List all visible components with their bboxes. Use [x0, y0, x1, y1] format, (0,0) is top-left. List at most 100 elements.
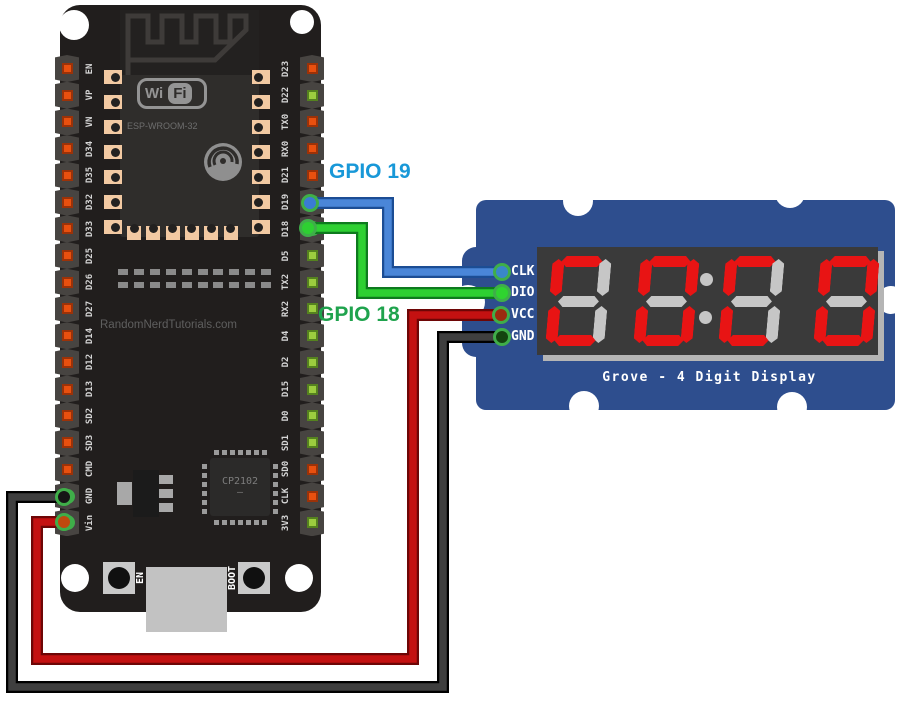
- chip-pin: [273, 464, 278, 469]
- voltage-regulator-tab: [117, 482, 132, 505]
- pin-pad: [61, 276, 73, 288]
- pin-pad: [306, 303, 318, 315]
- module-pad: [252, 170, 270, 184]
- cp2102-mark: –: [236, 487, 244, 498]
- test-pad: [229, 282, 240, 288]
- pin-cell-sd0: [300, 455, 324, 483]
- pin-cell-d25: [55, 242, 79, 270]
- pad-notch: [254, 172, 263, 182]
- module-pad: [252, 195, 270, 209]
- pin-cell-d19: [300, 188, 324, 216]
- segment-f: [637, 259, 652, 296]
- module-pad: [165, 224, 180, 240]
- pad-notch: [111, 97, 120, 107]
- pin-pad: [306, 143, 318, 155]
- pin-pad: [61, 437, 73, 449]
- esp32-left-pin-header: [55, 55, 79, 537]
- pin-pad: [61, 89, 73, 101]
- pin-cell-vn: [55, 108, 79, 136]
- chip-pin: [202, 464, 207, 469]
- wifi-logo-fi: Fi: [168, 83, 192, 104]
- module-pad: [204, 224, 219, 240]
- chip-pin: [254, 520, 259, 525]
- mounting-hole: [59, 10, 89, 40]
- pin-cell-d34: [55, 135, 79, 163]
- chip-pin: [202, 473, 207, 478]
- pin-pad: [59, 515, 75, 531]
- segment-d: [727, 335, 769, 346]
- chip-pin: [202, 509, 207, 514]
- pad-notch: [254, 72, 263, 82]
- segment-g: [557, 296, 599, 307]
- pin-pad: [304, 221, 320, 237]
- pin-cell-tx2: [300, 268, 324, 296]
- gpio18-label: GPIO 18: [318, 303, 400, 326]
- board-watermark: RandomNerdTutorials.com: [100, 319, 237, 331]
- test-pad: [165, 282, 176, 288]
- pin-cell-d35: [55, 161, 79, 189]
- segment-f: [817, 259, 832, 296]
- chip-pin: [238, 450, 243, 455]
- pin-pad: [61, 303, 73, 315]
- test-pad: [213, 269, 224, 275]
- module-pad: [104, 95, 122, 109]
- pin-cell-d5: [300, 242, 324, 270]
- test-pad: [133, 269, 144, 275]
- pad-notch: [111, 197, 120, 207]
- display-pin-label-dio: DIO: [511, 285, 535, 300]
- test-pad: [149, 269, 160, 275]
- pin-pad: [61, 356, 73, 368]
- pin-cell-cmd: [55, 455, 79, 483]
- gpio19-label: GPIO 19: [329, 160, 411, 183]
- test-pad: [197, 282, 208, 288]
- pin-pad: [306, 330, 318, 342]
- pin-cell-sd1: [300, 429, 324, 457]
- display-mounting-hole: [775, 178, 805, 208]
- test-pad: [133, 282, 144, 288]
- usb-connector: [146, 567, 227, 632]
- boot-button-label: BOOT: [227, 565, 238, 591]
- digit-3: [718, 256, 785, 346]
- pin-cell-en: [55, 55, 79, 82]
- pin-pad: [61, 169, 73, 181]
- pin-cell-rx0: [300, 135, 324, 163]
- pin-pad: [306, 463, 318, 475]
- test-pad: [181, 282, 192, 288]
- module-pad: [104, 220, 122, 234]
- module-pad: [252, 95, 270, 109]
- test-pad: [181, 269, 192, 275]
- pin-cell-d23: [300, 55, 324, 82]
- grove-display-title: Grove - 4 Digit Display: [602, 370, 817, 385]
- chip-pin: [222, 450, 227, 455]
- colon-dot-bottom: [699, 311, 712, 324]
- test-pad: [229, 269, 240, 275]
- module-pad: [252, 145, 270, 159]
- chip-pin: [262, 450, 267, 455]
- pin-pad: [306, 517, 318, 529]
- digit-2: [633, 256, 700, 346]
- pin-pad: [306, 89, 318, 101]
- module-pad: [104, 120, 122, 134]
- pin-pad: [61, 410, 73, 422]
- pin-label-vin: Vin: [85, 514, 95, 531]
- pad-notch: [111, 122, 120, 132]
- module-pad: [252, 70, 270, 84]
- chip-pin: [273, 500, 278, 505]
- chip-pin: [273, 491, 278, 496]
- chip-pin: [273, 509, 278, 514]
- pad-notch: [206, 224, 216, 233]
- pin-cell-d26: [55, 268, 79, 296]
- pin-pad: [306, 437, 318, 449]
- pin-cell-d18: [300, 215, 324, 243]
- test-pad: [149, 282, 160, 288]
- chip-pin: [214, 520, 219, 525]
- digit-4: [813, 256, 880, 346]
- pad-notch: [226, 224, 235, 233]
- esp32-right-pin-header: [300, 55, 324, 537]
- pin-cell-vin: [55, 509, 79, 537]
- segment-a: [829, 256, 871, 267]
- chip-pin: [202, 500, 207, 505]
- test-pad: [197, 269, 208, 275]
- chip-pin: [246, 520, 251, 525]
